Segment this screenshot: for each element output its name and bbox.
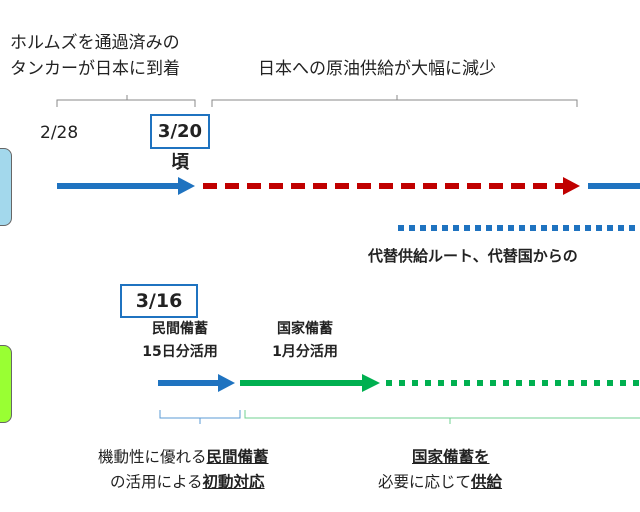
- bottom-right-line2: 必要に応じて供給: [378, 470, 502, 492]
- top-timeline: [57, 177, 640, 231]
- emphasis-national-reserve: 国家備蓄を: [412, 448, 490, 466]
- text: の活用による: [110, 473, 203, 491]
- bottom-left-line1: 機動性に優れる民間備蓄: [98, 445, 269, 467]
- bracket-private: [159, 410, 241, 424]
- private-line2: 15日分活用: [142, 344, 218, 360]
- top-brackets: [56, 95, 578, 107]
- top-right-label: 日本への原油供給が大幅に減少: [258, 59, 496, 79]
- text: 機動性に優れる: [98, 448, 207, 466]
- start-date: 2/28: [40, 123, 79, 143]
- bottom-row-label-box: [0, 345, 12, 423]
- red-arrow-head: [563, 177, 580, 195]
- national-arrow-head: [362, 374, 380, 392]
- emphasis-supply: 供給: [471, 473, 503, 491]
- emphasis-initial-response: 初動対応: [202, 473, 265, 491]
- top-row-label-box: [0, 148, 12, 226]
- text: 必要に応じて: [378, 473, 472, 491]
- release-date-box: 3/16: [120, 284, 198, 318]
- bracket-arrival: [56, 95, 196, 107]
- national-line2: 1月分活用: [272, 344, 338, 360]
- private-line1: 民間備蓄: [152, 321, 208, 337]
- bottom-timeline: [158, 374, 640, 424]
- bottom-left-line2: の活用による初動対応: [110, 470, 265, 492]
- emphasis-private-reserve: 民間備蓄: [206, 448, 269, 466]
- national-line1: 国家備蓄: [277, 321, 333, 337]
- private-arrow-head: [218, 374, 235, 392]
- bottom-right-line1: 国家備蓄を: [412, 445, 490, 467]
- alt-supply-label: 代替供給ルート、代替国からの: [368, 247, 578, 265]
- arrival-date-box: 3/20頃: [150, 114, 210, 173]
- bracket-decrease: [211, 95, 578, 107]
- blue-arrow-head: [178, 177, 195, 195]
- top-left-line1: ホルムズを通過済みの: [10, 33, 180, 53]
- top-left-line2: タンカーが日本に到着: [10, 59, 180, 79]
- bracket-national: [244, 410, 640, 424]
